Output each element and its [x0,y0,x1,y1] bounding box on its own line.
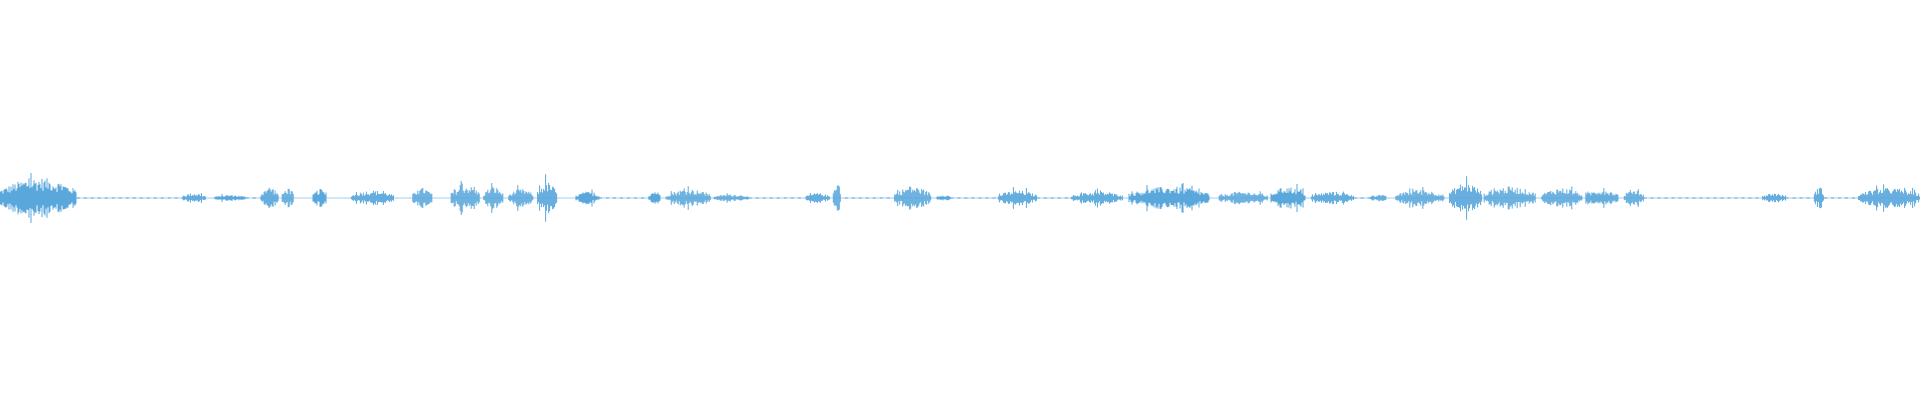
waveform-peaks [0,173,1920,223]
